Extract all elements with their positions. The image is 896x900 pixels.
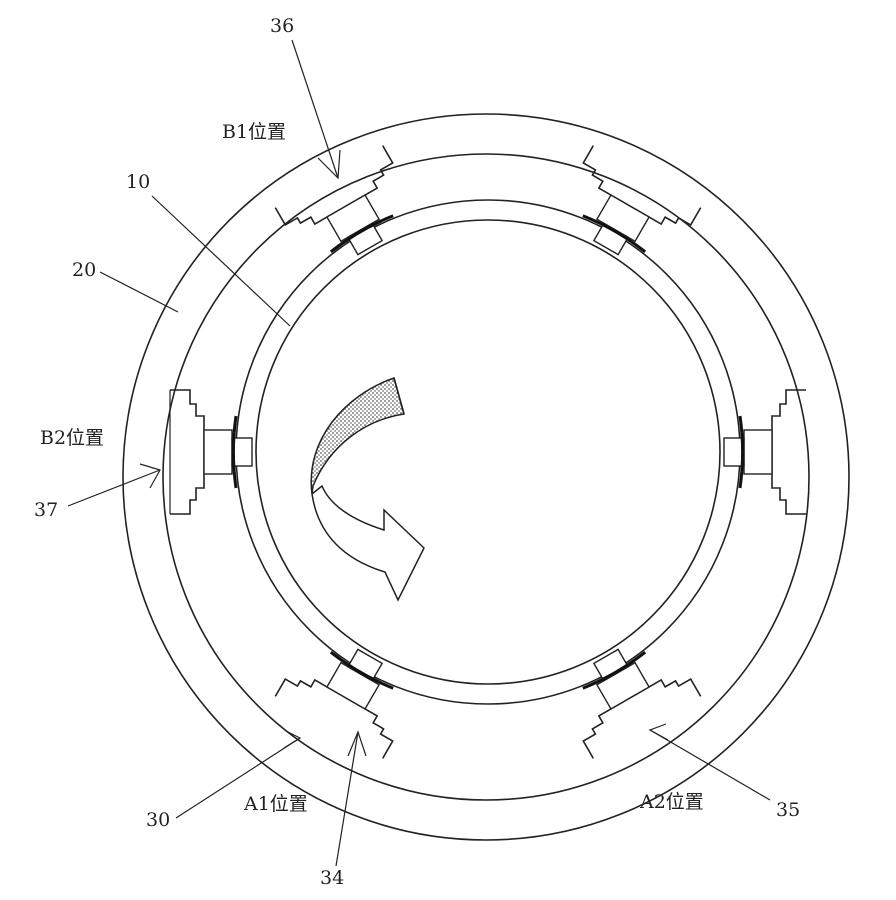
label-35: 35	[776, 799, 800, 821]
curved-rotation-arrow-icon	[311, 378, 424, 600]
label-20: 20	[72, 259, 96, 281]
label-b1-position: B1位置	[222, 121, 286, 143]
inner-ring-10	[236, 200, 740, 704]
outer-ring-inner-edge	[163, 154, 809, 800]
label-b2-position: B2位置	[40, 427, 104, 449]
leader-lines	[68, 40, 770, 866]
label-30: 30	[146, 809, 170, 831]
label-10: 10	[126, 171, 150, 193]
label-a1-position: A1位置	[243, 793, 308, 815]
label-36: 36	[270, 15, 294, 37]
label-37: 37	[34, 499, 58, 521]
shoe-a2-lower-right	[552, 625, 700, 758]
label-34: 34	[320, 867, 344, 889]
label-a2-position: A2位置	[639, 791, 704, 813]
